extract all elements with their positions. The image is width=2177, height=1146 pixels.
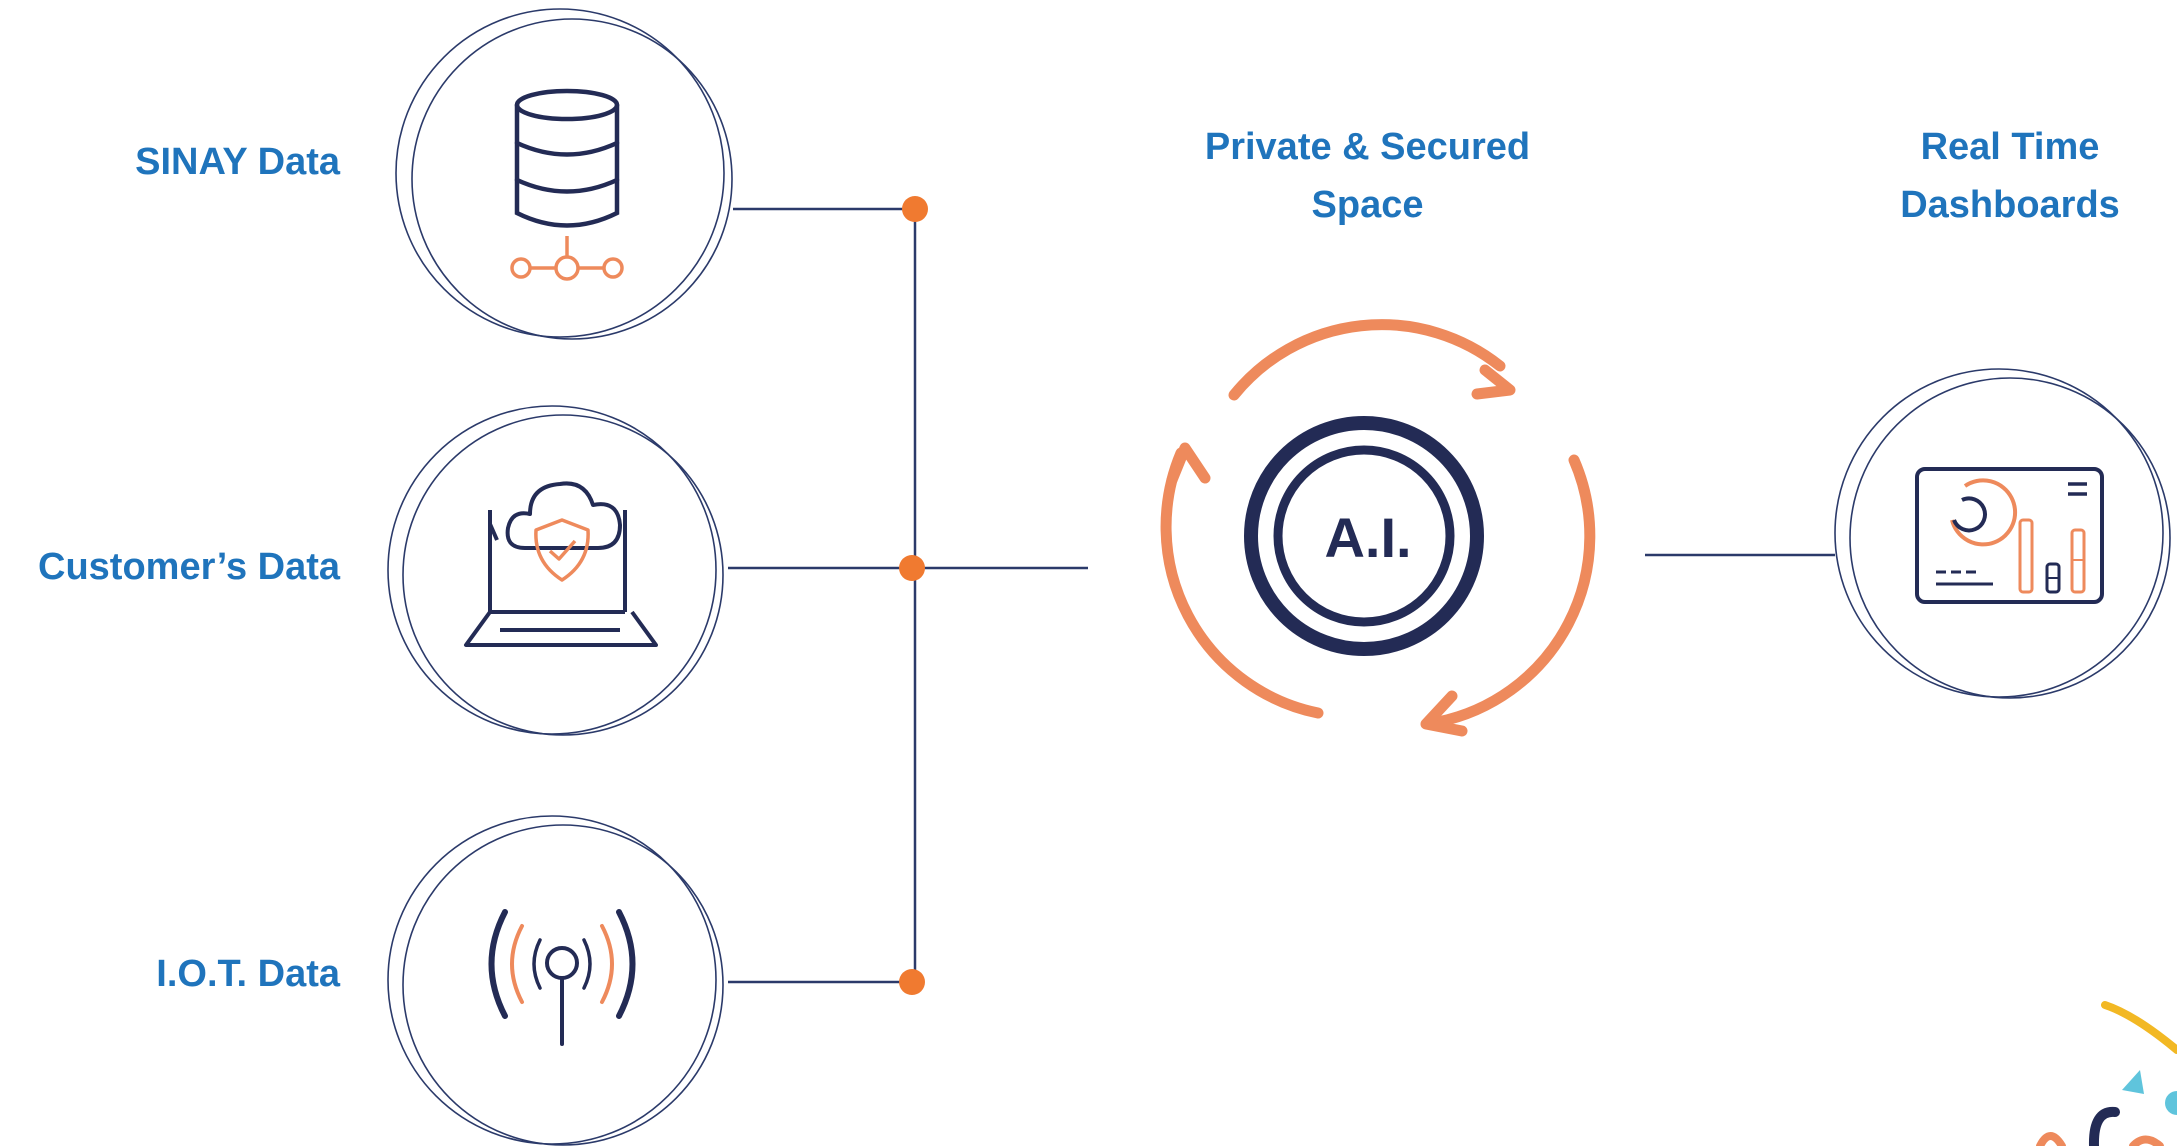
node-ring-inner	[411, 18, 733, 340]
decoration-teal-dot	[2165, 1091, 2177, 1115]
output-node-dashboard	[1834, 368, 2171, 699]
ai-ring-outer	[1244, 416, 1484, 656]
node-ring-outer	[395, 8, 725, 338]
laptop-icon	[464, 510, 658, 647]
decoration-navy-c	[2088, 1106, 2120, 1146]
cycle-arrows-icon	[1160, 319, 1596, 737]
dashboard-icon	[1915, 467, 2104, 604]
shield-icon	[534, 518, 590, 582]
decoration-teal-triangle	[2122, 1070, 2144, 1094]
label-sinay-data: SINAY Data	[135, 141, 340, 183]
node-ring-inner	[1849, 377, 2171, 699]
ai-core-label: A.I.	[1324, 506, 1412, 569]
network-nodes-icon	[510, 236, 624, 281]
node-ring-inner	[402, 824, 724, 1146]
decoration-corner	[2036, 1001, 2177, 1146]
ai-core	[1160, 319, 1596, 737]
label-private-line2: Space	[1311, 184, 1424, 226]
junction-dot-iot	[899, 969, 925, 995]
junction-dot-sinay	[902, 196, 928, 222]
source-node-sinay	[395, 8, 733, 340]
cloud-icon	[505, 481, 622, 550]
decoration-orange-arc-small	[2129, 1135, 2164, 1146]
connector-lines	[728, 207, 1835, 984]
label-realtime-line1: Real Time	[1920, 126, 2100, 168]
antenna-signal-icon	[488, 909, 636, 1046]
source-node-iot	[387, 815, 724, 1146]
label-real-time-dashboards: Real Time Dashboards	[1860, 118, 2160, 234]
label-customers-data: Customer’s Data	[38, 546, 340, 588]
junction-dot-customer	[899, 555, 925, 581]
decoration-yellow-stroke	[2101, 1001, 2177, 1054]
node-ring-outer	[1834, 368, 2164, 698]
database-icon	[514, 88, 620, 228]
label-private-line1: Private & Secured	[1204, 126, 1531, 168]
decoration-orange-arc	[2036, 1132, 2066, 1146]
node-ring-inner	[402, 414, 724, 736]
label-iot-data: I.O.T. Data	[156, 953, 340, 995]
node-ring-outer	[387, 815, 717, 1145]
label-private-secured-space: Private & Secured Space	[1140, 118, 1595, 234]
ai-ring-inner	[1273, 445, 1455, 627]
label-realtime-line2: Dashboards	[1900, 184, 2120, 226]
source-node-customer	[387, 405, 724, 736]
